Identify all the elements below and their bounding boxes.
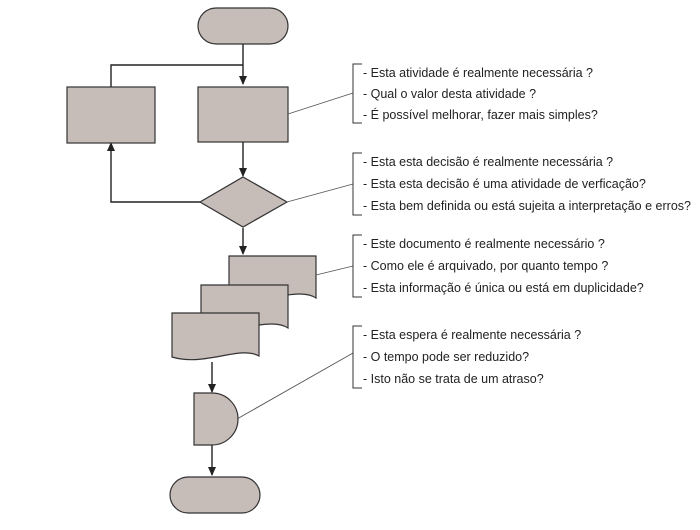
delay-question-3: - Isto não se trata de um atraso? [363,372,544,386]
document-question-2: - Como ele é arquivado, por quanto tempo… [363,259,608,273]
leader-line-document [315,265,354,276]
activity-question-2: - Qual o valor desta atividade ? [363,87,536,101]
decision-question-3: - Esta bem definida ou está sujeita a in… [363,199,691,213]
connector-decision-to-loop-box [107,142,200,203]
delay-shape [193,392,239,446]
leader-line-delay [236,352,354,420]
decision-question-2: - Esta esta decisão é uma atividade de v… [363,177,646,191]
connector-loop-to-activity [110,64,243,87]
bracket-decision [352,152,362,216]
end-terminator [169,476,261,514]
delay-question-1: - Esta espera é realmente necessária ? [363,328,581,342]
loop-process-box [66,86,156,144]
leader-line-decision [286,183,354,203]
document-question-1: - Este documento é realmente necessário … [363,237,605,251]
leader-line-activity [287,92,354,115]
bracket-document [352,234,362,298]
start-terminator [197,7,289,45]
bracket-delay [352,325,362,389]
activity-process-box [197,86,289,143]
activity-question-3: - É possível melhorar, fazer mais simple… [363,107,598,122]
decision-question-1: - Esta esta decisão é realmente necessár… [363,155,613,169]
document-shape-front [171,312,260,361]
delay-question-2: - O tempo pode ser reduzido? [363,350,529,364]
activity-question-1: - Esta atividade é realmente necessária … [363,66,593,80]
decision-diamond [198,176,289,228]
bracket-activity [352,63,362,124]
document-question-3: - Esta informação é única ou está em dup… [363,281,644,295]
